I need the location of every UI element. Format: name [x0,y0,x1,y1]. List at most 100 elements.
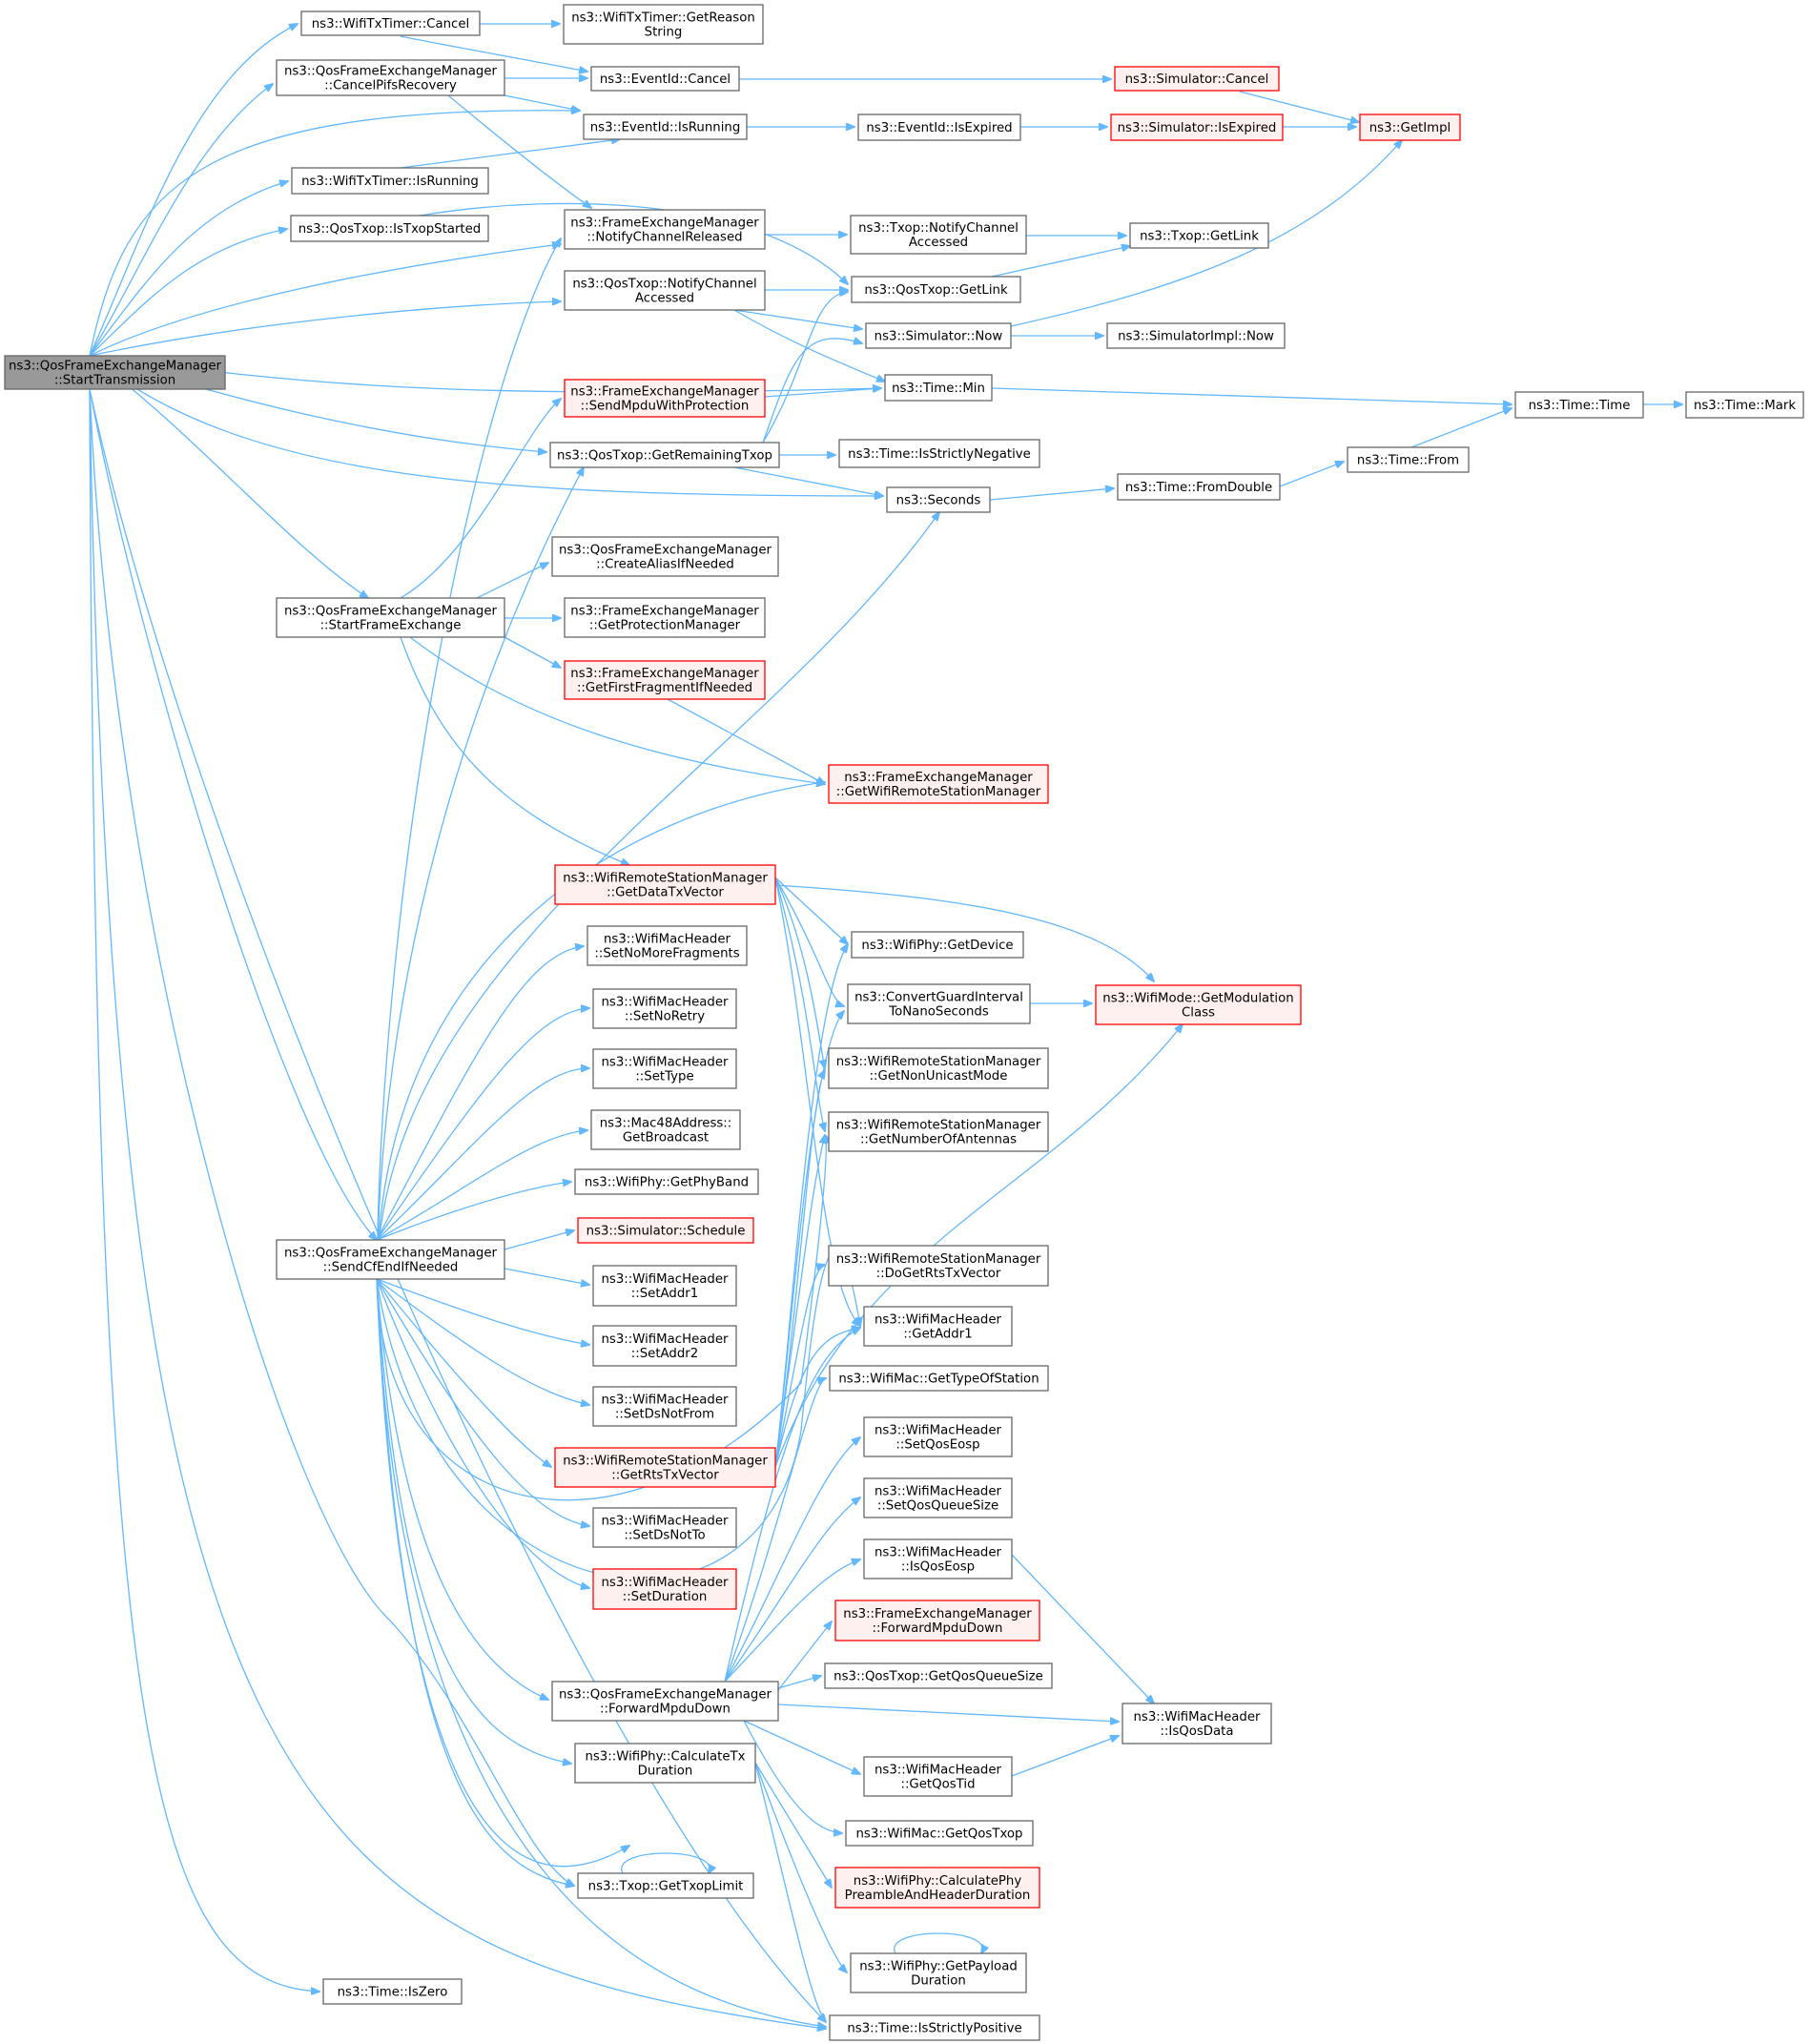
function-node-box[interactable] [563,4,764,45]
function-node-box[interactable] [1685,391,1804,419]
function-node[interactable]: ns3::WifiMacHeader::GetQosTid [863,1756,1013,1797]
function-node[interactable]: ns3::WifiMacHeader::IsQosData [1122,1703,1272,1745]
function-node[interactable]: ns3::WifiRemoteStationManager::GetNumber… [828,1111,1049,1152]
function-node-box[interactable] [863,1477,1013,1518]
function-node[interactable]: ns3::WifiMac::GetQosTxop [845,1820,1034,1847]
function-node-box[interactable] [863,1416,1013,1457]
function-node-box[interactable] [276,59,505,96]
function-node-box[interactable] [1095,984,1302,1025]
function-node[interactable]: ns3::WifiMacHeader::SetQosQueueSize [863,1477,1013,1518]
function-node-box[interactable] [1117,473,1281,501]
function-node[interactable]: ns3::Time::IsStrictlyNegative [838,439,1040,468]
function-node[interactable]: ns3::FrameExchangeManager::SendMpduWithP… [564,379,766,418]
function-node-box[interactable] [884,374,993,402]
function-node-box[interactable] [1122,1703,1272,1745]
function-node[interactable]: ns3::WifiRemoteStationManager::GetNonUni… [828,1047,1049,1089]
function-node[interactable]: ns3::Simulator::Now [865,322,1012,349]
function-node-box[interactable] [587,925,748,966]
function-node-box[interactable] [845,1820,1034,1847]
function-node-box[interactable] [300,10,481,36]
function-node[interactable]: ns3::QosFrameExchangeManager::StartFrame… [276,597,505,638]
function-node-box[interactable] [828,764,1049,804]
function-node-box[interactable] [564,209,766,250]
function-node[interactable]: ns3::FrameExchangeManager::NotifyChannel… [564,209,766,250]
function-node[interactable]: ns3::Mac48Address::GetBroadcast [590,1109,741,1150]
function-node-box[interactable] [554,864,776,905]
function-node[interactable]: ns3::Time::IsZero [322,1978,463,2005]
function-node-box[interactable] [276,597,505,638]
function-node[interactable]: ns3::WifiMacHeader::SetDuration [592,1568,737,1610]
function-node[interactable]: ns3::EventId::Cancel [590,66,740,92]
function-node[interactable]: ns3::WifiPhy::CalculatePhyPreambleAndHea… [834,1867,1040,1909]
function-node[interactable]: ns3::WifiRemoteStationManager::GetDataTx… [554,864,776,905]
function-node-box[interactable] [863,1306,1013,1347]
function-node[interactable]: ns3::QosFrameExchangeManager::ForwardMpd… [551,1681,779,1722]
function-node-box[interactable] [577,1872,754,1899]
function-node-box[interactable] [834,1600,1040,1641]
function-node-box[interactable] [592,988,737,1029]
function-node-box[interactable] [828,1245,1049,1287]
function-node-box[interactable] [592,1265,737,1307]
function-node[interactable]: ns3::Time::Mark [1685,391,1804,419]
function-node-box[interactable] [590,1109,741,1150]
function-node[interactable]: ns3::WifiPhy::GetDevice [851,931,1024,959]
function-node-box[interactable] [1129,222,1269,249]
function-node-box[interactable] [863,1756,1013,1797]
function-node[interactable]: ns3::WifiMacHeader::IsQosEosp [863,1538,1013,1579]
function-node-box[interactable] [850,1952,1027,1993]
function-node[interactable]: ns3::QosTxop::GetQosQueueSize [824,1662,1053,1689]
function-node-box[interactable] [592,1568,737,1610]
function-node-box[interactable] [828,1111,1049,1152]
function-node[interactable]: ns3::WifiRemoteStationManager::DoGetRtsT… [828,1245,1049,1287]
function-node[interactable]: ns3::QosTxop::GetRemainingTxop [549,442,780,468]
function-node[interactable]: ns3::QosFrameExchangeManager::SendCfEndI… [276,1239,505,1280]
function-node-box[interactable] [590,66,740,92]
function-node[interactable]: ns3::Simulator::IsExpired [1110,114,1284,141]
function-node-box[interactable] [829,2014,1040,2041]
function-node-box[interactable] [851,276,1021,303]
function-node-box[interactable] [886,486,991,513]
function-node[interactable]: ns3::Seconds [886,486,991,513]
function-node-box[interactable] [564,379,766,418]
function-node-box[interactable] [4,355,226,390]
function-node-box[interactable] [592,1325,737,1367]
function-node[interactable]: ns3::FrameExchangeManager::GetProtection… [564,597,766,638]
function-node-box[interactable] [551,1681,779,1722]
function-node[interactable]: ns3::QosTxop::GetLink [851,276,1021,303]
function-node-box[interactable] [564,597,766,638]
function-node[interactable]: ns3::FrameExchangeManager::ForwardMpduDo… [834,1600,1040,1641]
function-node[interactable]: ns3::WifiMacHeader::SetNoRetry [592,988,737,1029]
function-node-box[interactable] [592,1507,737,1548]
function-node-box[interactable] [276,1239,505,1280]
function-node-box[interactable] [1514,391,1644,419]
function-node-box[interactable] [564,660,766,700]
function-node[interactable]: ns3::WifiMacHeader::SetAddr1 [592,1265,737,1307]
function-node-box[interactable] [322,1978,463,2005]
function-node-box[interactable] [865,322,1012,349]
function-node-box[interactable] [1106,322,1286,349]
function-node[interactable]: ns3::Time::From [1347,446,1470,473]
function-node-box[interactable] [834,1867,1040,1909]
function-node[interactable]: ns3::SimulatorImpl::Now [1106,322,1286,349]
function-node-box[interactable] [577,1217,754,1244]
function-node[interactable]: ns3::WifiMacHeader::SetDsNotFrom [592,1386,737,1427]
function-node[interactable]: ns3::Txop::GetTxopLimit [577,1872,754,1899]
function-node-box[interactable] [1359,114,1461,141]
function-node[interactable]: ns3::WifiPhy::GetPhyBand [574,1168,759,1195]
function-node[interactable]: ns3::Time::Min [884,374,993,402]
function-node-box[interactable] [851,931,1024,959]
function-node[interactable]: ns3::QosTxop::IsTxopStarted [290,215,489,242]
function-node-box[interactable] [1347,446,1470,473]
function-node-box[interactable] [863,1538,1013,1579]
function-node[interactable]: ns3::WifiMacHeader::SetAddr2 [592,1325,737,1367]
function-node-box[interactable] [291,167,489,195]
function-node[interactable]: ns3::WifiTxTimer::Cancel [300,10,481,36]
function-node[interactable]: ns3::WifiMacHeader::SetDsNotTo [592,1507,737,1548]
